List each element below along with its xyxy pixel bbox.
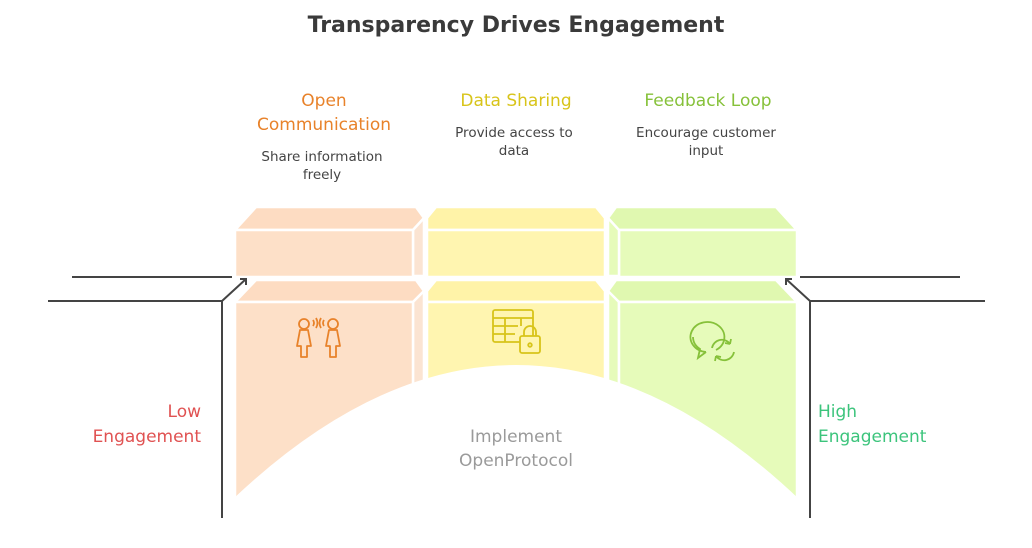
high-engagement-label: High [818, 402, 857, 422]
right-cliff [785, 276, 985, 518]
chat-refresh-icon [689, 321, 735, 362]
column-description: input [689, 143, 724, 159]
bridge-label: OpenProtocol [459, 451, 573, 471]
high-engagement-label: Engagement [818, 427, 927, 447]
column-heading: Data Sharing [460, 91, 571, 111]
column-description: Encourage customer [636, 125, 776, 141]
people-communicating-icon [296, 317, 341, 358]
column-description: Share information [261, 149, 382, 165]
left-cliff [48, 276, 247, 518]
low-engagement-label: Low [168, 402, 202, 422]
bridge-arch [232, 365, 800, 548]
diagram-title: Transparency Drives Engagement [308, 13, 725, 38]
block-front-face [233, 228, 415, 279]
locked-table-icon [492, 309, 541, 354]
column-description: freely [303, 167, 341, 183]
column-heading: Open [301, 91, 346, 111]
block-top-face [232, 205, 426, 232]
block-front-face [617, 228, 799, 279]
column-description: Provide access to [455, 125, 573, 141]
upper-blocks [232, 205, 800, 279]
column-description: data [499, 143, 529, 159]
low-engagement-label: Engagement [93, 427, 202, 447]
column-heading: Feedback Loop [644, 91, 771, 111]
column-open-communication: Open Communication Share information fre… [257, 91, 391, 183]
column-heading: Communication [257, 115, 391, 135]
bridge-label: Implement [470, 427, 562, 447]
column-feedback-loop: Feedback Loop Encourage customer input [636, 91, 776, 159]
block-front-face [425, 228, 607, 279]
column-data-sharing: Data Sharing Provide access to data [455, 91, 573, 159]
